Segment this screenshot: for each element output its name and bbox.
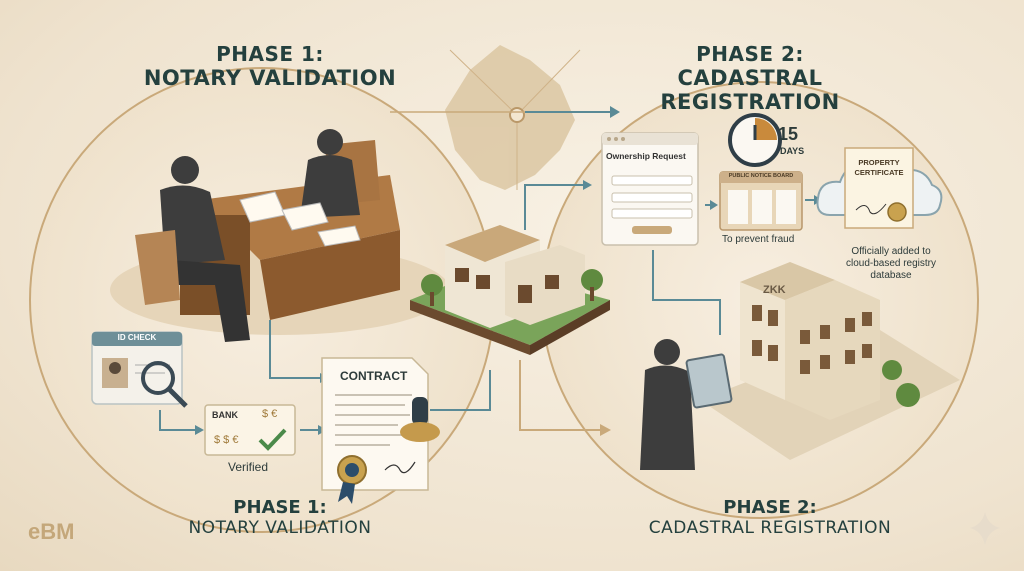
clock-icon xyxy=(730,115,780,165)
days-number: 15 xyxy=(778,124,798,145)
phase1-top-title: PHASE 1: NOTARY VALIDATION xyxy=(140,42,400,90)
building-sign: ZKK xyxy=(763,284,786,296)
phase2-top-number: PHASE 2: xyxy=(600,42,900,66)
phase1-bottom-number: PHASE 1: xyxy=(160,497,400,518)
phase1-top-name: NOTARY VALIDATION xyxy=(140,66,400,90)
phase1-top-number: PHASE 1: xyxy=(140,42,400,66)
map-pin xyxy=(510,108,524,122)
contract-label: CONTRACT xyxy=(340,369,407,383)
map-silhouette xyxy=(445,45,580,190)
phase2-top-title: PHASE 2: CADASTRAL REGISTRATION xyxy=(600,42,900,114)
ownership-form-window xyxy=(602,133,698,245)
phase1-bottom-name: NOTARY VALIDATION xyxy=(160,518,400,538)
fraud-caption: To prevent fraud xyxy=(722,234,794,245)
form-title: Ownership Request xyxy=(606,151,696,161)
bank-currency-secondary: $ $ € xyxy=(214,434,238,446)
phase1-bottom-title: PHASE 1: NOTARY VALIDATION xyxy=(160,497,400,538)
bank-currency: $ € xyxy=(262,408,277,420)
bank-label: BANK xyxy=(212,410,238,420)
id-card xyxy=(92,332,186,406)
ebm-logo: eBM xyxy=(28,519,74,545)
phase2-bottom-title: PHASE 2: CADASTRAL REGISTRATION xyxy=(630,497,910,538)
cloud-caption: Officially added to cloud-based registry… xyxy=(838,246,944,282)
notice-board xyxy=(720,172,802,230)
notice-board-label: PUBLIC NOTICE BOARD xyxy=(720,173,802,179)
verified-label: Verified xyxy=(228,460,268,474)
phase2-top-name: CADASTRAL REGISTRATION xyxy=(600,66,900,114)
sparkle-icon xyxy=(970,512,1000,545)
stamp-icon xyxy=(412,397,428,425)
phase2-bottom-name: CADASTRAL REGISTRATION xyxy=(630,518,910,538)
days-label: DAYS xyxy=(780,146,804,156)
certificate-title: PROPERTY CERTIFICATE xyxy=(850,158,908,178)
phase2-bottom-number: PHASE 2: xyxy=(630,497,910,518)
id-card-label: ID CHECK xyxy=(92,333,182,342)
